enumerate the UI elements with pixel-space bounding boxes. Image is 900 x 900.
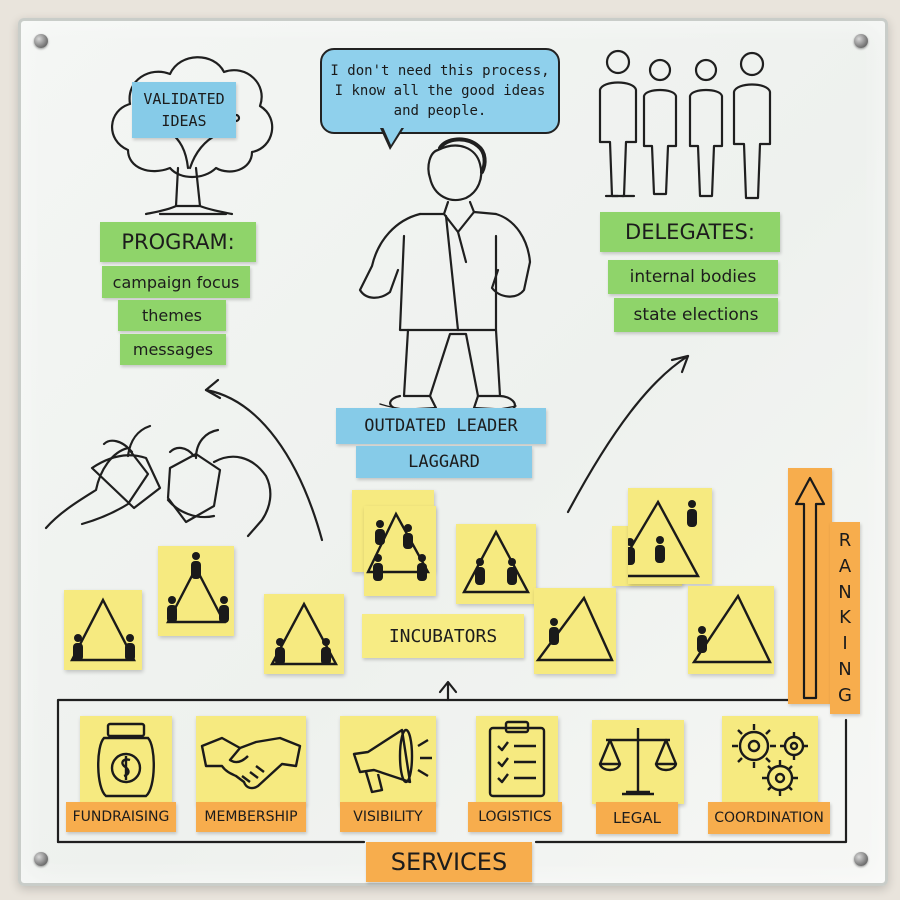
- incubator-note: [611, 488, 712, 584]
- program-item-messages: messages: [120, 334, 226, 365]
- arrow-head: [204, 378, 222, 400]
- incubators-label: INCUBATORS: [362, 614, 524, 658]
- service-note-legal: [592, 720, 684, 804]
- service-label-membership: MEMBERSHIP: [196, 802, 306, 832]
- incubator-note: [456, 524, 536, 604]
- speech-line-2: I know all the good ideas: [334, 83, 546, 99]
- arrow-up-to-incubators: [438, 680, 458, 702]
- incubator-note: [64, 590, 142, 670]
- service-note-coordination: [722, 716, 818, 804]
- outdated-leader-label: OUTDATED LEADER: [336, 408, 546, 444]
- screw: [34, 34, 48, 48]
- ranking-letter: A: [838, 556, 852, 578]
- service-note-visibility: [340, 716, 436, 804]
- delegates-item-state-elections: state elections: [614, 298, 778, 332]
- incubator-note: [264, 594, 344, 674]
- service-label-coordination: COORDINATION: [708, 802, 830, 834]
- program-item-campaign-focus: campaign focus: [102, 266, 250, 298]
- validated-ideas-note: VALIDATED IDEAS: [132, 82, 236, 138]
- speech-line-1: I don't need this process,: [330, 63, 550, 79]
- triangle-team-icon: [535, 595, 614, 662]
- megaphone-icon: [352, 728, 432, 794]
- triangle-team-icon: [366, 511, 431, 581]
- program-item-themes: themes: [118, 300, 226, 331]
- services-title: SERVICES: [366, 842, 532, 882]
- arrow-to-delegates: [566, 354, 690, 514]
- incubator-note: [688, 586, 774, 674]
- leader-figure: [358, 137, 532, 413]
- triangle-team-icon: [462, 529, 530, 594]
- service-label-legal: LEGAL: [596, 802, 678, 834]
- triangle-team-icon: [166, 552, 229, 624]
- tree-icon: [111, 56, 274, 216]
- ranking-letter: R: [838, 530, 852, 552]
- triangle-team-icon: [270, 601, 338, 666]
- incubator-note: [534, 588, 616, 674]
- speech-bubble: I don't need this process, I know all th…: [320, 48, 560, 134]
- delegates-item-internal-bodies: internal bodies: [608, 260, 778, 294]
- program-title: PROGRAM:: [100, 222, 256, 262]
- ranking-letter: N: [838, 658, 852, 680]
- validated-ideas-line-1: VALIDATED: [143, 90, 225, 108]
- handshake-icon: [200, 736, 302, 790]
- delegates-title: DELEGATES:: [600, 212, 780, 252]
- service-label-fundraising: FUNDRAISING: [66, 802, 176, 832]
- arrow-head: [670, 354, 690, 374]
- screw: [854, 852, 868, 866]
- services-frame: [56, 718, 848, 844]
- triangle-team-icon: [611, 499, 701, 578]
- service-note-logistics: [476, 716, 558, 804]
- incubator-note: [158, 546, 234, 636]
- ranking-letter: G: [838, 684, 852, 706]
- services-frame: [56, 698, 802, 844]
- ranking-letter: N: [838, 581, 852, 603]
- laggard-label: LAGGARD: [356, 446, 532, 478]
- speech-line-3: and people.: [393, 103, 487, 119]
- gears-icon: [732, 724, 808, 796]
- scales-icon: [598, 728, 678, 796]
- arrow-up-icon: [794, 476, 826, 700]
- ranking-arrow-strip: [788, 468, 832, 704]
- ranking-letter: I: [842, 633, 848, 655]
- delegates-people-icon: [598, 49, 772, 200]
- service-label-logistics: LOGISTICS: [468, 802, 562, 832]
- speech-bubble-tail-fill: [383, 127, 402, 145]
- arrow-to-program: [204, 388, 324, 542]
- triangle-team-icon: [691, 593, 772, 664]
- incubator-note: [364, 506, 436, 596]
- service-note-fundraising: [80, 716, 172, 804]
- screw: [854, 34, 868, 48]
- money-jar-icon: [97, 722, 155, 798]
- service-note-membership: [196, 716, 306, 804]
- validated-ideas-line-2: IDEAS: [161, 112, 207, 130]
- ranking-letter: K: [839, 607, 851, 629]
- service-label-visibility: VISIBILITY: [340, 802, 436, 832]
- screw: [34, 852, 48, 866]
- ranking-label: R A N K I N G: [830, 522, 860, 714]
- seedling-hands-icon: [44, 424, 272, 538]
- checklist-icon: [488, 720, 546, 798]
- triangle-team-icon: [70, 597, 136, 662]
